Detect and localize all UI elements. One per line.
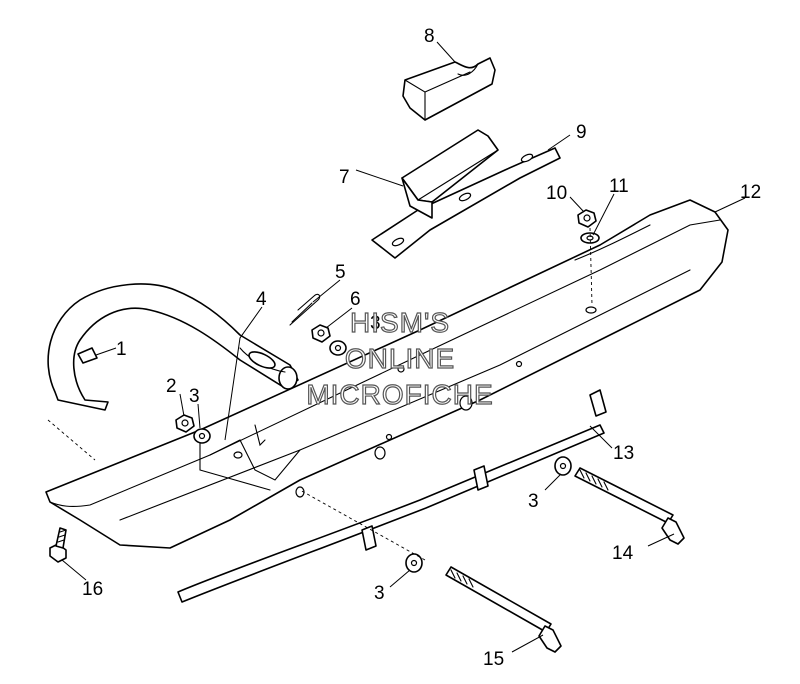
callout-4: 4 [256, 289, 267, 310]
callout-10: 10 [546, 183, 567, 204]
nut-6 [311, 324, 331, 343]
callout-14: 14 [612, 543, 634, 564]
callout-6: 6 [350, 289, 361, 310]
bolt-14 [574, 467, 685, 545]
callout-15: 15 [483, 649, 504, 670]
callout-8: 8 [424, 26, 435, 47]
callout-1: 1 [116, 339, 127, 360]
callout-2: 2 [166, 376, 177, 397]
ski-handle-loop [47, 283, 299, 411]
watermark-line-3: MICROFICHE [306, 379, 493, 410]
callout-16: 16 [82, 579, 103, 600]
callout-3-top: 3 [370, 313, 381, 334]
clip [77, 347, 98, 364]
callout-5: 5 [335, 262, 346, 283]
callout-3-left: 3 [189, 386, 200, 407]
bolt-15 [445, 566, 562, 653]
nut-2 [175, 414, 195, 433]
saddle-bracket [371, 129, 561, 259]
leader-lines [61, 41, 746, 653]
watermark-line-2: ONLINE [345, 343, 455, 374]
callout-3-right: 3 [528, 491, 539, 512]
cotter-pin [289, 293, 321, 326]
callout-9: 9 [576, 122, 587, 143]
washer-3-top [329, 340, 347, 356]
watermark: HISM'S ONLINE MICROFICHE [306, 306, 494, 410]
stud-16 [49, 527, 67, 563]
saddle-cushion [402, 57, 496, 121]
callout-13: 13 [613, 443, 634, 464]
callout-11: 11 [609, 176, 629, 197]
watermark-line-1: HISM'S [350, 307, 450, 338]
callout-12: 12 [740, 182, 761, 203]
nut-10 [577, 209, 597, 228]
callout-7: 7 [339, 167, 350, 188]
washer-3-right [554, 456, 572, 476]
ski-body [45, 199, 729, 549]
wear-bar-runner [177, 389, 607, 603]
callout-3-bottom: 3 [374, 583, 385, 604]
washer-3-left [193, 428, 211, 444]
